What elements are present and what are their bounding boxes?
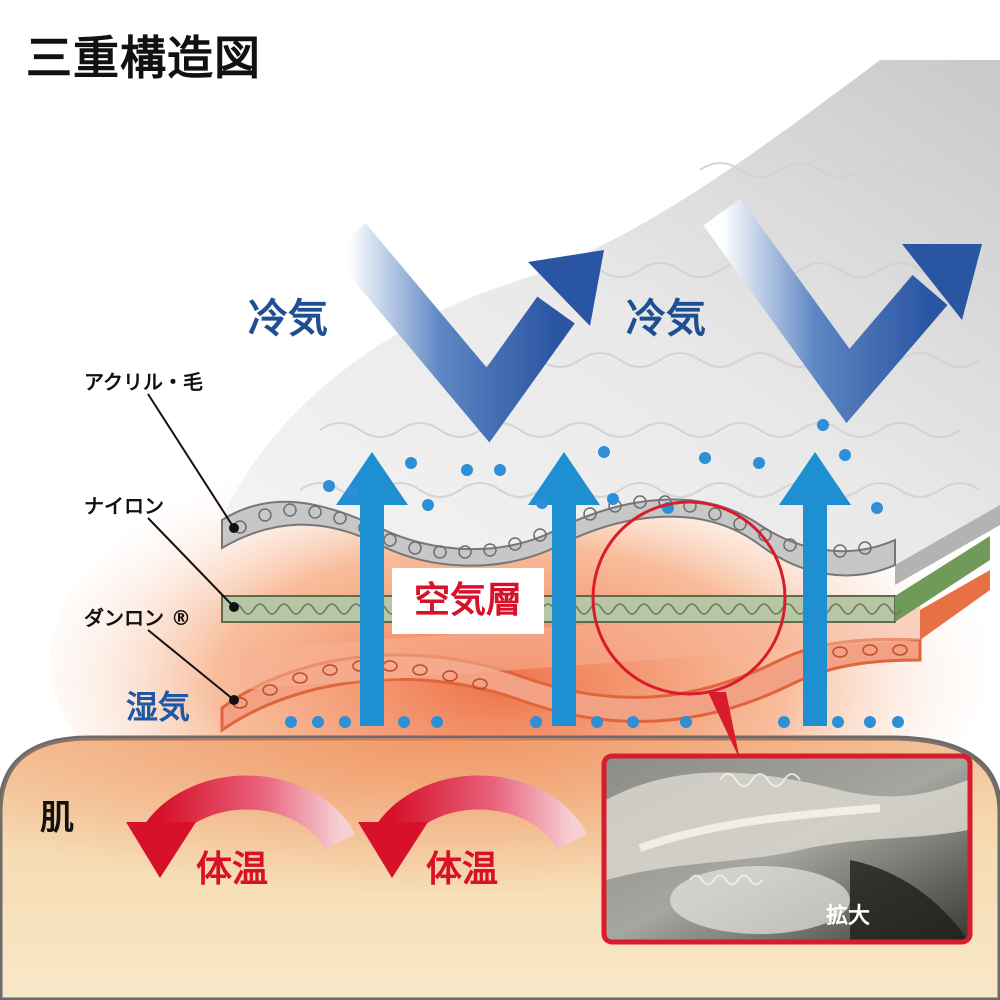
up-arrow-1-shaft bbox=[360, 500, 384, 726]
diagram-title: 三重構造図 bbox=[26, 31, 261, 85]
acrylic-fiber-loops bbox=[233, 495, 872, 559]
layer-acrylic-edge bbox=[895, 505, 1000, 585]
up-arrow-3-head bbox=[779, 452, 851, 505]
magnified-photo-frame bbox=[601, 753, 973, 945]
up-arrow-2-shaft bbox=[552, 500, 576, 726]
body-heat-arrow-right bbox=[358, 775, 588, 878]
cold-air-label-left: 冷気 bbox=[248, 296, 328, 342]
label-leader-lines bbox=[147, 393, 235, 701]
cold-air-label-right: 冷気 bbox=[626, 296, 706, 342]
leader-dots bbox=[229, 523, 239, 705]
magnified-photo-inset bbox=[601, 753, 973, 945]
skin-label: 肌 bbox=[40, 798, 74, 838]
cold-air-arrow-right bbox=[703, 198, 982, 424]
layer-label-nylon: ナイロン bbox=[84, 494, 164, 518]
cold-air-arrow-left bbox=[330, 223, 604, 443]
layer-label-dunlon: ダンロン ® bbox=[84, 606, 191, 630]
air-layer-label: 空気層 bbox=[392, 568, 544, 634]
body-heat-label-left: 体温 bbox=[196, 849, 269, 890]
layer-label-acrylic-wool: アクリル・毛 bbox=[84, 370, 203, 394]
magnified-label: 拡大 bbox=[826, 904, 871, 929]
up-arrow-2-head bbox=[528, 452, 600, 505]
moisture-label: 湿気 bbox=[126, 688, 191, 726]
layer-acrylic-wool bbox=[222, 60, 1000, 576]
layer-dunlon-edge bbox=[920, 570, 990, 640]
magnify-pointer bbox=[708, 692, 740, 760]
body-heat-label-right: 体温 bbox=[426, 849, 499, 890]
layer-nylon-edge bbox=[895, 536, 990, 622]
magnify-circle bbox=[591, 500, 787, 696]
up-arrow-3-shaft bbox=[803, 500, 827, 726]
body-heat-arrow-left bbox=[126, 775, 356, 878]
moisture-dots bbox=[285, 419, 904, 728]
